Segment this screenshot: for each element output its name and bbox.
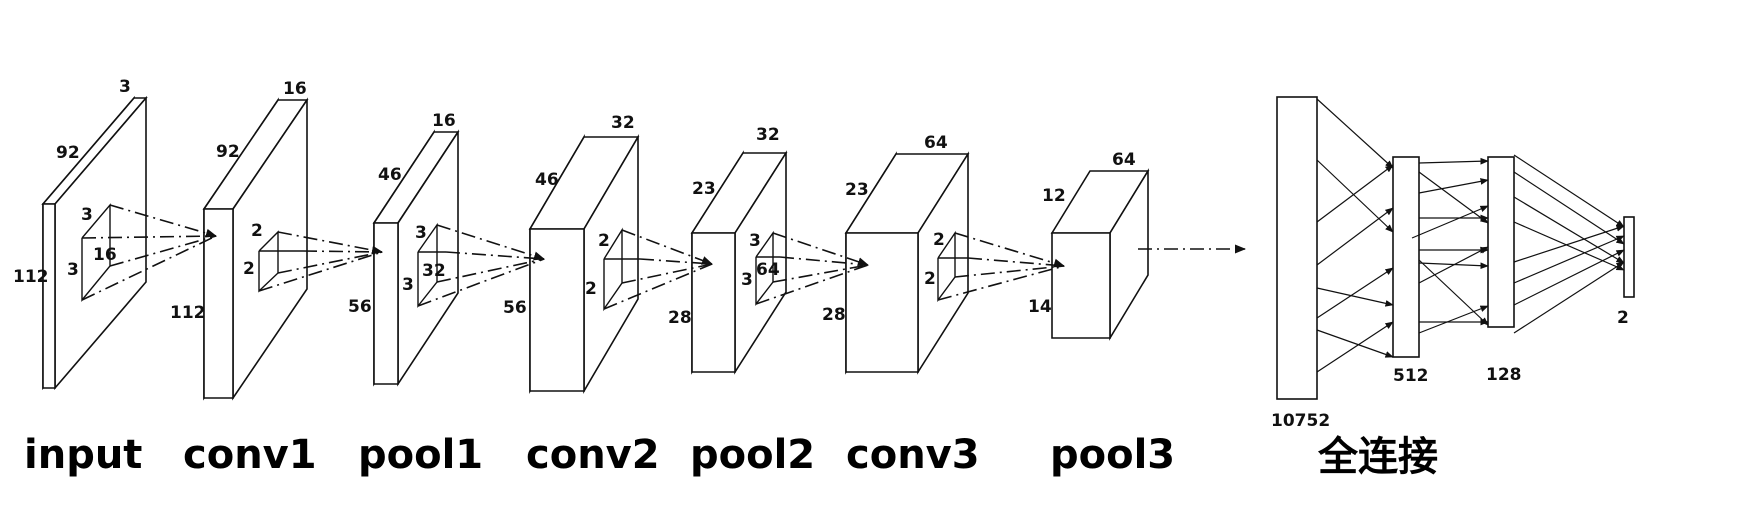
input-depth: 3 [119,77,131,97]
conv2-kernel-w: 2 [585,279,597,299]
layer-input: 3 92 112 3 3 16 input [13,77,148,478]
layer-conv1: 16 92 112 2 2 conv1 [170,79,317,478]
fc-edges-3 [1513,154,1625,334]
fc-size-128: 128 [1486,365,1522,385]
fc-size-10752: 10752 [1271,411,1330,431]
conv3-label: conv3 [846,432,980,478]
pool1-label: pool1 [358,432,483,478]
conv1-width: 92 [216,142,240,162]
pool1-kernel-w: 3 [402,275,414,295]
fc-edges-1 [1316,98,1394,373]
layer-pool1: 16 46 56 3 3 32 pool1 [348,111,483,478]
conv1-height: 112 [170,303,206,323]
conv2-width: 46 [535,170,559,190]
pool2-kernel-h: 3 [749,231,761,251]
pool2-kernel-w: 3 [741,270,753,290]
input-kernel-w: 3 [67,260,79,280]
pool3-label: pool3 [1050,432,1175,478]
pool2-depth: 32 [756,125,780,145]
conv2-depth: 32 [611,113,635,133]
fc-layer-10752 [1276,96,1318,400]
pool3-block [1050,168,1150,341]
fc-layer-2 [1623,216,1635,298]
conv3-kernel-w: 2 [924,269,936,289]
conv1-label: conv1 [183,432,317,478]
pool1-width: 46 [378,165,402,185]
conv3-width: 23 [845,180,869,200]
conv2-block [528,134,640,394]
conv1-depth: 16 [283,79,307,99]
conv2-height: 56 [503,298,527,318]
pool1-kernel-h: 3 [415,223,427,243]
pool1-block [372,129,460,387]
pool2-height: 28 [668,308,692,328]
input-block [41,95,148,391]
input-kernel-h: 3 [81,205,93,225]
fc-label: 全连接 [1317,434,1438,480]
conv1-kernel-w: 2 [243,259,255,279]
layer-pool2: 32 23 28 3 3 64 pool2 [668,125,815,478]
input-height: 112 [13,267,49,287]
fc-size-2: 2 [1617,308,1629,328]
conv3-block [844,151,970,375]
pool3-height: 14 [1028,297,1052,317]
conv2-kernel-h: 2 [598,231,610,251]
conv1-kernel-h: 2 [251,221,263,241]
conv3-depth: 64 [924,133,948,153]
conv3-height: 28 [822,305,846,325]
pool1-kernel-d: 32 [422,261,446,281]
conv3-kernel-h: 2 [933,230,945,250]
layer-conv2: 32 46 56 2 2 conv2 [503,113,660,478]
pool3-depth: 64 [1112,150,1136,170]
fully-connected: 10752 512 128 2 全连接 [1271,96,1635,480]
input-width: 92 [56,143,80,163]
input-label: input [24,432,142,478]
layer-connections [81,204,1247,310]
layer-pool3: 64 12 14 pool3 [1028,150,1175,478]
pool3-width: 12 [1042,186,1066,206]
fc-edges-2 [1411,157,1489,334]
conv2-label: conv2 [526,432,660,478]
fc-layer-512 [1392,156,1420,358]
layer-conv3: 64 23 28 2 2 conv3 [822,133,980,478]
fc-layer-128 [1487,156,1515,328]
input-kernel-d: 16 [93,245,117,265]
pool1-height: 56 [348,297,372,317]
fc-size-512: 512 [1393,366,1429,386]
pool2-kernel-d: 64 [756,260,780,280]
pool2-width: 23 [692,179,716,199]
conv1-block [202,97,309,401]
pool2-label: pool2 [690,432,815,478]
pool1-depth: 16 [432,111,456,131]
